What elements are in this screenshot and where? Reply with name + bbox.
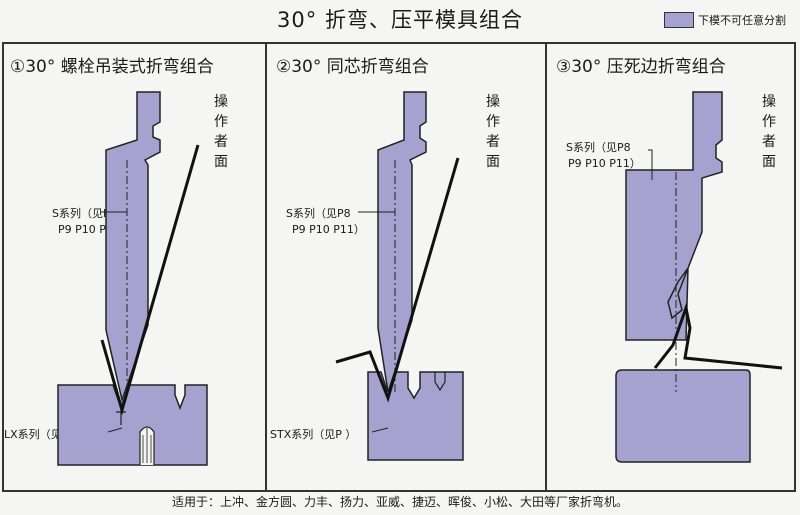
panel1-upper-label-line1: S系列（见P8 bbox=[52, 207, 117, 220]
panel3-operator-side: 操作者面 bbox=[762, 94, 776, 170]
panel2-sheet bbox=[335, 157, 460, 403]
footer-note: 适用于：上冲、金方圆、力丰、扬力、亚威、捷迈、晖俊、小松、大田等厂家折弯机。 bbox=[171, 495, 628, 509]
panel3-upper-punch bbox=[625, 91, 723, 341]
page-title: 30° 折弯、压平模具组合 bbox=[277, 8, 523, 32]
panel1-sheet bbox=[100, 144, 200, 416]
panel-divider-1 bbox=[265, 42, 267, 492]
panel2-upper-punch bbox=[377, 91, 427, 393]
panel3-upper-label-line2: P9 P10 P11） bbox=[568, 157, 641, 170]
legend-text: 下模不可任意分割 bbox=[698, 14, 786, 27]
panel2-upper-label-line1: S系列（见P8 bbox=[286, 207, 351, 220]
panel1-title: ①30° 螺栓吊装式折弯组合 bbox=[10, 57, 214, 77]
panels-frame bbox=[2, 42, 796, 492]
panel-divider-2 bbox=[545, 42, 547, 492]
panel2-lower-label: STX系列（见P ） bbox=[270, 428, 357, 441]
panel2-operator-side: 操作者面 bbox=[486, 94, 500, 170]
legend-swatch bbox=[664, 12, 694, 28]
panel1-upper-punch bbox=[105, 91, 161, 403]
panel1-lower-leader bbox=[107, 427, 123, 433]
panel3-title: ③30° 压死边折弯组合 bbox=[556, 57, 726, 77]
panel3-sheet bbox=[653, 302, 783, 370]
panel2-upper-label-line2: P9 P10 P11） bbox=[292, 223, 365, 236]
panel3-upper-label-line1: S系列（见P8 bbox=[566, 141, 631, 154]
panel1-operator-side: 操作者面 bbox=[214, 94, 228, 170]
legend: 下模不可任意分割 bbox=[664, 12, 786, 28]
panel2-lower-leader bbox=[371, 427, 389, 433]
panel3-lower-die bbox=[615, 369, 751, 463]
panel1-lower-die bbox=[57, 384, 208, 466]
panel2-title: ②30° 同芯折弯组合 bbox=[276, 57, 429, 77]
